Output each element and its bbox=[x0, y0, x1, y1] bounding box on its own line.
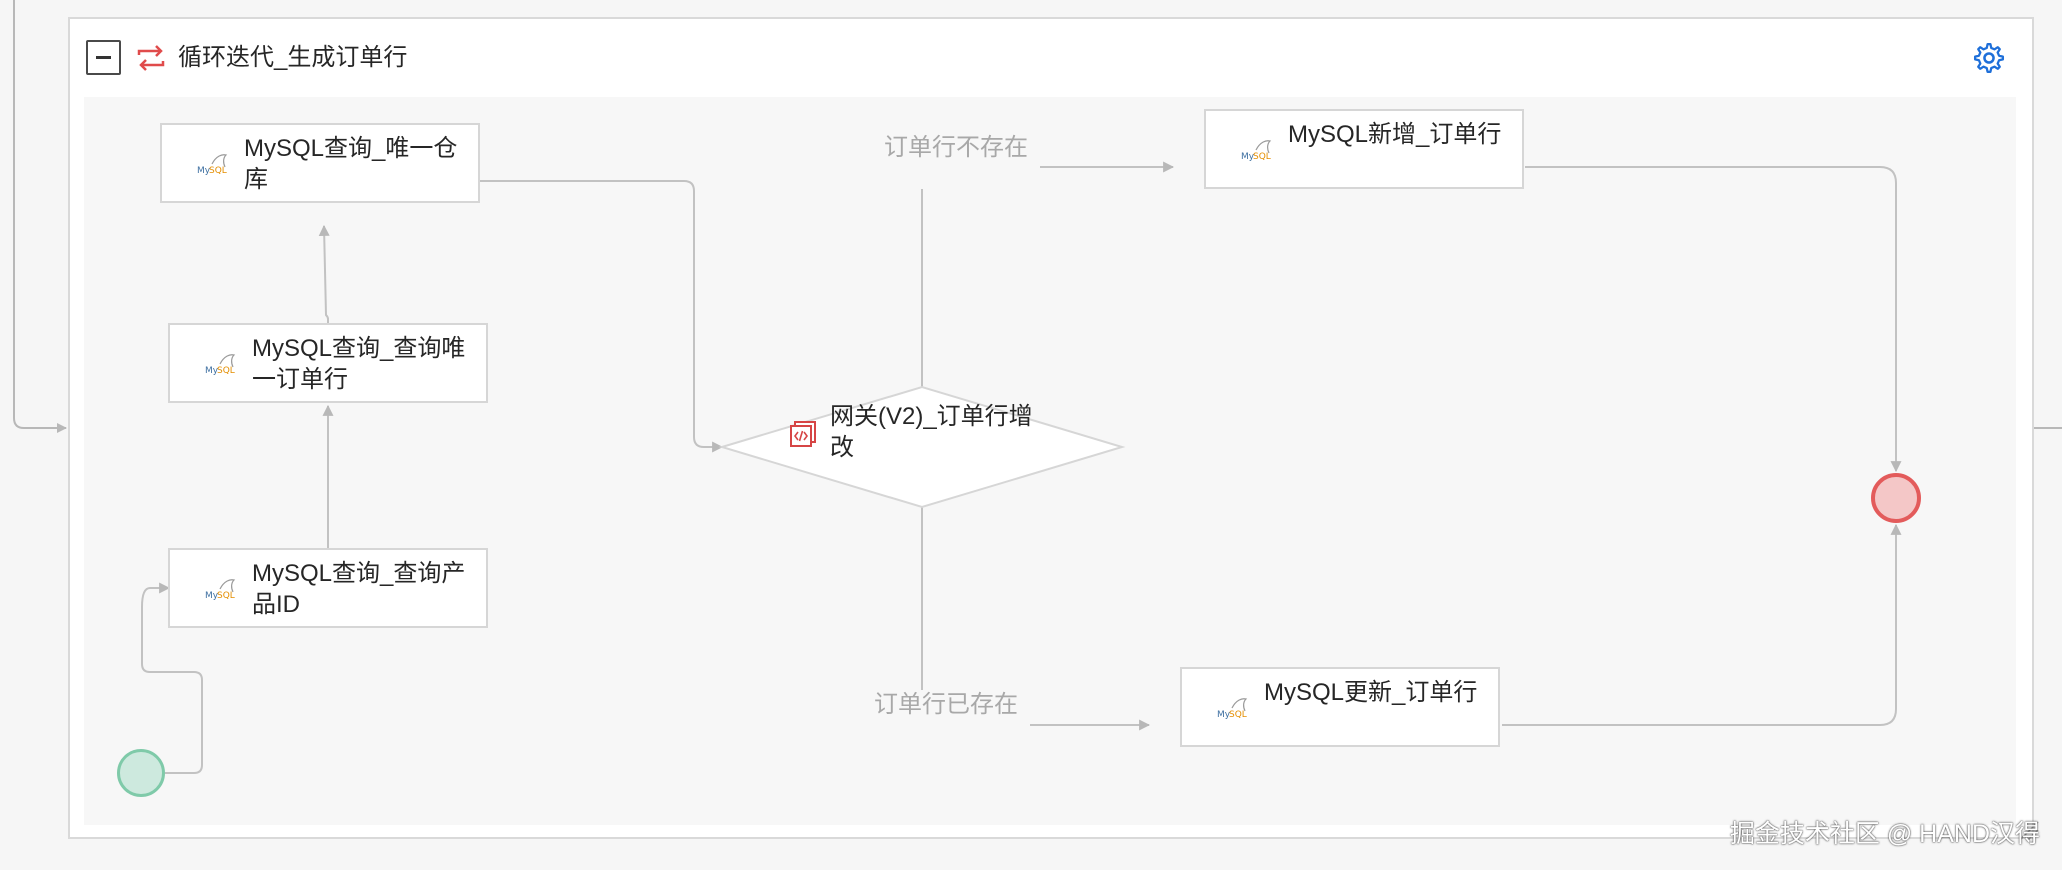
subprocess-header: 循环迭代_生成订单行 bbox=[70, 19, 2032, 97]
node-query-product[interactable]: My SQL MySQL查询_查询产品ID bbox=[168, 548, 488, 628]
node-label: MySQL查询_唯一仓库 bbox=[244, 135, 458, 193]
loop-icon bbox=[137, 45, 165, 71]
resize-handle-icon[interactable] bbox=[2016, 818, 2040, 842]
edge-label-exists: 订单行已存在 bbox=[874, 690, 1018, 720]
node-update-order-line[interactable]: My SQL MySQL更新_订单行 bbox=[1180, 667, 1500, 747]
code-script-icon bbox=[790, 421, 816, 447]
flow-canvas[interactable]: 订单行不存在 订单行已存在 My SQL MySQL查询_唯一仓库 My SQL… bbox=[84, 97, 2016, 825]
subprocess-container[interactable]: 循环迭代_生成订单行 bbox=[68, 17, 2034, 839]
flow-warehouse-to-gateway bbox=[480, 180, 724, 453]
node-query-order-line[interactable]: My SQL MySQL查询_查询唯一订单行 bbox=[168, 323, 488, 403]
start-event[interactable] bbox=[117, 749, 165, 797]
gateway-label: 网关(V2)_订单行增改 bbox=[830, 403, 1033, 461]
mysql-logo-icon: My SQL bbox=[205, 579, 236, 601]
collapse-icon[interactable] bbox=[86, 40, 121, 75]
node-insert-order-line[interactable]: My SQL MySQL新增_订单行 bbox=[1204, 109, 1524, 189]
svg-text:SQL: SQL bbox=[209, 166, 227, 176]
svg-text:My: My bbox=[1241, 152, 1255, 162]
mysql-logo-icon: My SQL bbox=[1217, 698, 1248, 720]
svg-text:My: My bbox=[205, 591, 219, 601]
node-label: MySQL查询_查询唯一订单行 bbox=[252, 335, 466, 393]
end-event[interactable] bbox=[1871, 473, 1921, 523]
flow-insert-to-end bbox=[1525, 166, 1902, 473]
node-label: MySQL查询_查询产品ID bbox=[252, 560, 466, 618]
gear-icon[interactable] bbox=[1972, 41, 2006, 75]
flow-update-to-end bbox=[1502, 523, 1902, 726]
mysql-logo-icon: My SQL bbox=[197, 154, 228, 176]
svg-text:SQL: SQL bbox=[217, 591, 235, 601]
edge-label-not-exists: 订单行不存在 bbox=[884, 133, 1028, 163]
flow-start-to-product bbox=[141, 582, 203, 774]
node-label: MySQL更新_订单行 bbox=[1264, 679, 1478, 706]
svg-text:SQL: SQL bbox=[217, 366, 235, 376]
svg-text:My: My bbox=[1217, 710, 1231, 720]
svg-text:SQL: SQL bbox=[1253, 152, 1271, 162]
incoming-sequence-flow bbox=[13, 0, 67, 433]
svg-text:My: My bbox=[197, 166, 211, 176]
svg-text:SQL: SQL bbox=[1229, 710, 1247, 720]
subprocess-title: 循环迭代_生成订单行 bbox=[178, 44, 408, 71]
mysql-logo-icon: My SQL bbox=[205, 354, 236, 376]
svg-text:My: My bbox=[205, 366, 219, 376]
flow-orderline-to-warehouse bbox=[318, 224, 330, 342]
node-label: MySQL新增_订单行 bbox=[1288, 121, 1502, 148]
watermark: 掘金技术社区 @ HAND汉得 bbox=[1729, 820, 2040, 848]
sequence-flows bbox=[141, 161, 1902, 774]
gateway-shape bbox=[718, 385, 1126, 509]
mysql-logo-icon: My SQL bbox=[1241, 140, 1272, 162]
node-query-warehouse[interactable]: My SQL MySQL查询_唯一仓库 bbox=[160, 123, 480, 203]
